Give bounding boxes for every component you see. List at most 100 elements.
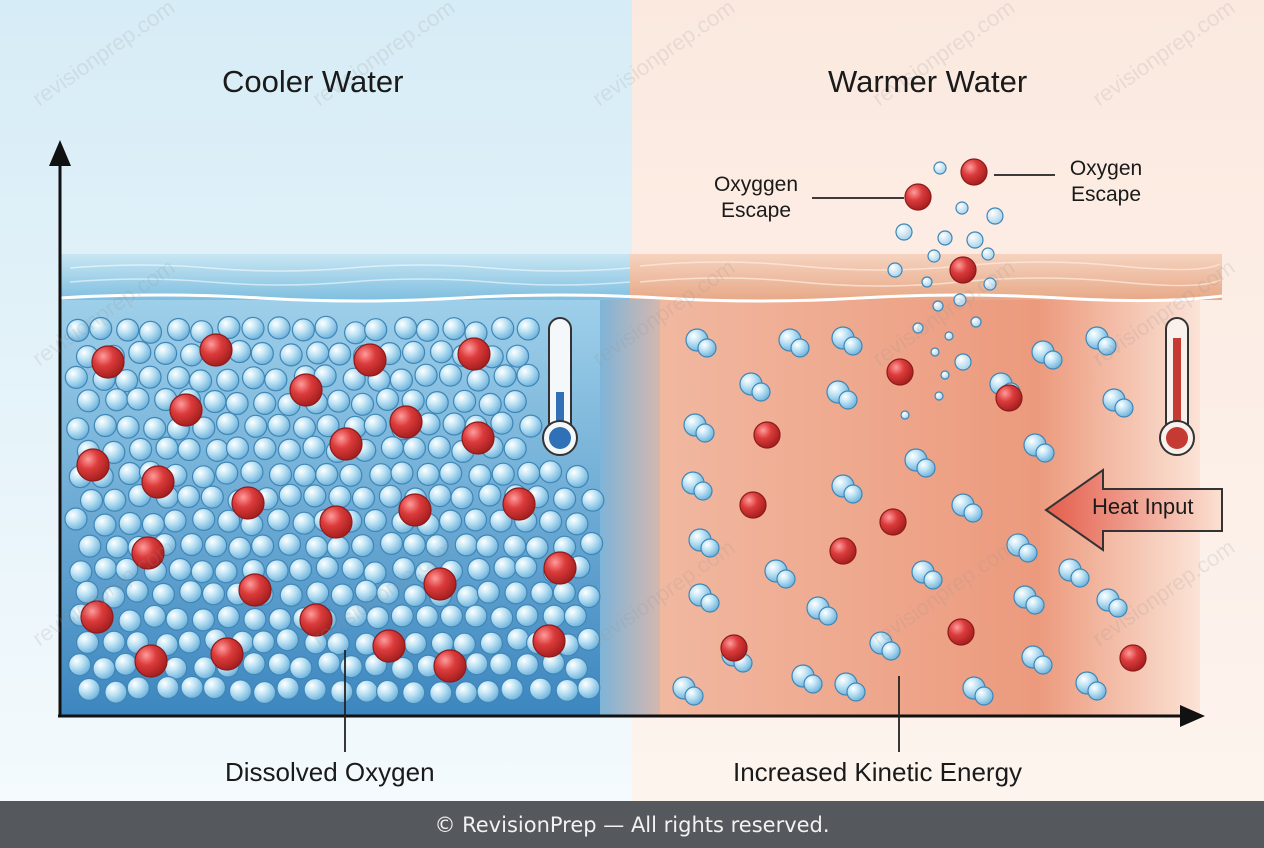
- water-molecule: [503, 437, 527, 461]
- bubble: [895, 223, 913, 241]
- water-molecule: [240, 460, 264, 484]
- cool-water-molecules: [64, 315, 605, 705]
- oxygen-molecule: [753, 421, 781, 449]
- bubble: [953, 293, 967, 307]
- water-molecule: [66, 417, 90, 441]
- water-molecule: [454, 533, 478, 557]
- label-kinetic-energy: Increased Kinetic Energy: [733, 757, 1023, 787]
- water-molecule: [118, 609, 142, 633]
- label-heat-input: Heat Input: [1092, 494, 1194, 519]
- water-molecule: [350, 392, 375, 416]
- water-molecule: [403, 631, 428, 656]
- oxygen-molecule: [720, 634, 748, 662]
- water-molecule: [391, 656, 415, 681]
- water-molecule: [565, 464, 589, 489]
- water-molecule: [1043, 350, 1063, 370]
- water-molecule: [93, 513, 117, 537]
- water-molecule: [116, 415, 140, 439]
- oxygen-molecule: [353, 343, 387, 377]
- oxygen-molecule: [461, 421, 495, 455]
- water-molecule: [439, 604, 464, 628]
- water-molecule: [92, 656, 116, 681]
- water-molecule: [241, 316, 265, 340]
- water-molecule: [489, 652, 513, 676]
- water-molecule: [564, 657, 589, 681]
- water-molecule: [267, 652, 291, 676]
- water-molecule: [328, 485, 352, 509]
- water-molecule: [188, 369, 213, 393]
- water-molecule: [330, 583, 354, 607]
- oxygen-molecule: [960, 158, 988, 186]
- water-molecule: [538, 509, 563, 534]
- water-molecule: [89, 316, 113, 341]
- water-molecule: [104, 680, 128, 704]
- water-molecule: [1018, 543, 1038, 563]
- water-molecule: [64, 507, 88, 531]
- oxygen-molecule: [289, 373, 323, 407]
- water-molecule: [192, 416, 216, 440]
- water-molecule: [66, 318, 90, 342]
- water-molecule: [168, 557, 192, 582]
- water-molecule: [177, 437, 201, 462]
- water-molecule: [113, 652, 138, 676]
- water-molecule: [79, 488, 104, 513]
- water-molecule: [275, 628, 299, 652]
- water-molecule: [344, 604, 368, 628]
- water-molecule: [351, 534, 375, 558]
- water-molecule: [456, 584, 480, 609]
- oxygen-molecule: [1119, 644, 1147, 672]
- water-molecule: [102, 630, 126, 654]
- water-molecule: [250, 341, 274, 366]
- water-molecule: [394, 316, 418, 340]
- water-molecule: [176, 484, 201, 509]
- water-molecule: [328, 342, 352, 366]
- water-molecule: [317, 651, 341, 675]
- water-molecule: [216, 368, 240, 392]
- water-molecule: [693, 481, 713, 501]
- water-molecule: [288, 558, 313, 582]
- water-molecule: [163, 509, 187, 533]
- water-molecule: [402, 436, 426, 460]
- water-molecule: [500, 677, 524, 701]
- water-molecule: [466, 368, 490, 392]
- label-escape-right-line1: Oxygen: [1069, 157, 1143, 180]
- water-molecule: [415, 318, 440, 342]
- oxygen-molecule: [904, 183, 932, 211]
- y-axis-arrow: [49, 140, 71, 166]
- water-molecule: [76, 389, 101, 413]
- water-molecule: [552, 580, 576, 605]
- water-molecule: [315, 462, 339, 487]
- water-molecule: [442, 412, 466, 436]
- water-molecule: [491, 316, 515, 340]
- water-molecule: [452, 632, 476, 656]
- water-molecule: [355, 679, 379, 703]
- water-molecule: [542, 604, 566, 628]
- water-molecule: [128, 340, 152, 364]
- water-molecule: [425, 534, 449, 558]
- water-molecule: [327, 389, 351, 413]
- water-molecule: [278, 483, 302, 507]
- bubble: [930, 347, 940, 357]
- water-molecule: [279, 583, 303, 607]
- bubble: [921, 276, 933, 288]
- water-molecule: [415, 604, 439, 629]
- oxygen-molecule: [372, 629, 406, 663]
- bubble: [887, 262, 903, 278]
- water-molecule: [156, 675, 180, 700]
- water-molecule: [126, 387, 150, 411]
- water-molecule: [519, 414, 543, 438]
- water-molecule: [268, 463, 293, 487]
- bubble: [927, 249, 941, 263]
- escaping-bubbles: [887, 161, 1004, 420]
- water-molecule: [378, 484, 402, 508]
- water-molecule: [351, 486, 376, 510]
- bubble: [955, 201, 969, 215]
- water-molecule: [577, 584, 601, 609]
- water-molecule: [268, 607, 292, 632]
- water-molecule: [974, 686, 994, 706]
- water-molecule: [438, 509, 463, 533]
- water-molecule: [476, 679, 500, 704]
- water-molecule: [154, 341, 178, 365]
- water-molecule: [228, 536, 252, 560]
